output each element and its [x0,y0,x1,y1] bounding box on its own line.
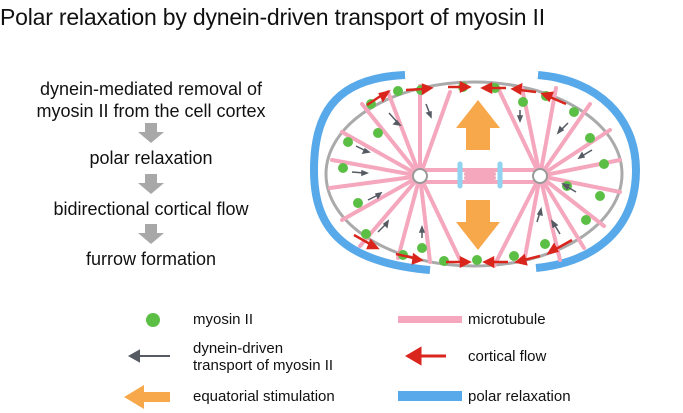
legend-polar-label: polar relaxation [468,388,571,405]
equatorial-arrow-up [456,100,500,150]
legend-microtubule-icon [398,316,462,323]
flow-step-3: bidirectional cortical flow [53,199,249,219]
legend-polar-icon [398,391,462,401]
flow-arrows [138,123,164,244]
equatorial-arrow-down [456,200,500,250]
microtubules [328,84,622,268]
legend-dynein-label: dynein-driven transport of myosin II [193,340,334,374]
legend-cortical-flow-label: cortical flow [468,348,547,365]
flow-step-1: dynein-mediated removal of myosin II fro… [36,79,266,121]
polar-relaxation-arc-left [309,71,431,274]
legend-myosin-icon [146,313,160,327]
legend-microtubule-label: microtubule [468,311,546,328]
centrosome-right [532,168,548,184]
down-arrow-3 [138,224,164,244]
cell-cortex [324,80,624,268]
legend-cortical-flow-icon [405,346,446,366]
legend-dynein-icon [127,349,170,363]
flow-step-4: furrow formation [85,249,217,269]
dynein-transport-arrows [351,103,593,238]
down-arrow-1 [138,123,164,143]
legend-myosin-label: myosin II [193,311,254,328]
polar-relaxation-arc-right [535,71,641,272]
spindle-midzone [457,161,503,189]
legend-equatorial-icon [124,385,170,409]
cortical-flow-arrows [353,80,573,269]
legend-equatorial-label: equatorial stimulation [193,388,335,405]
flow-step-2: polar relaxation [89,148,213,168]
down-arrow-2 [138,174,164,194]
centrosome-left [412,168,428,184]
figure-title: Polar relaxation by dynein-driven transp… [0,4,545,30]
